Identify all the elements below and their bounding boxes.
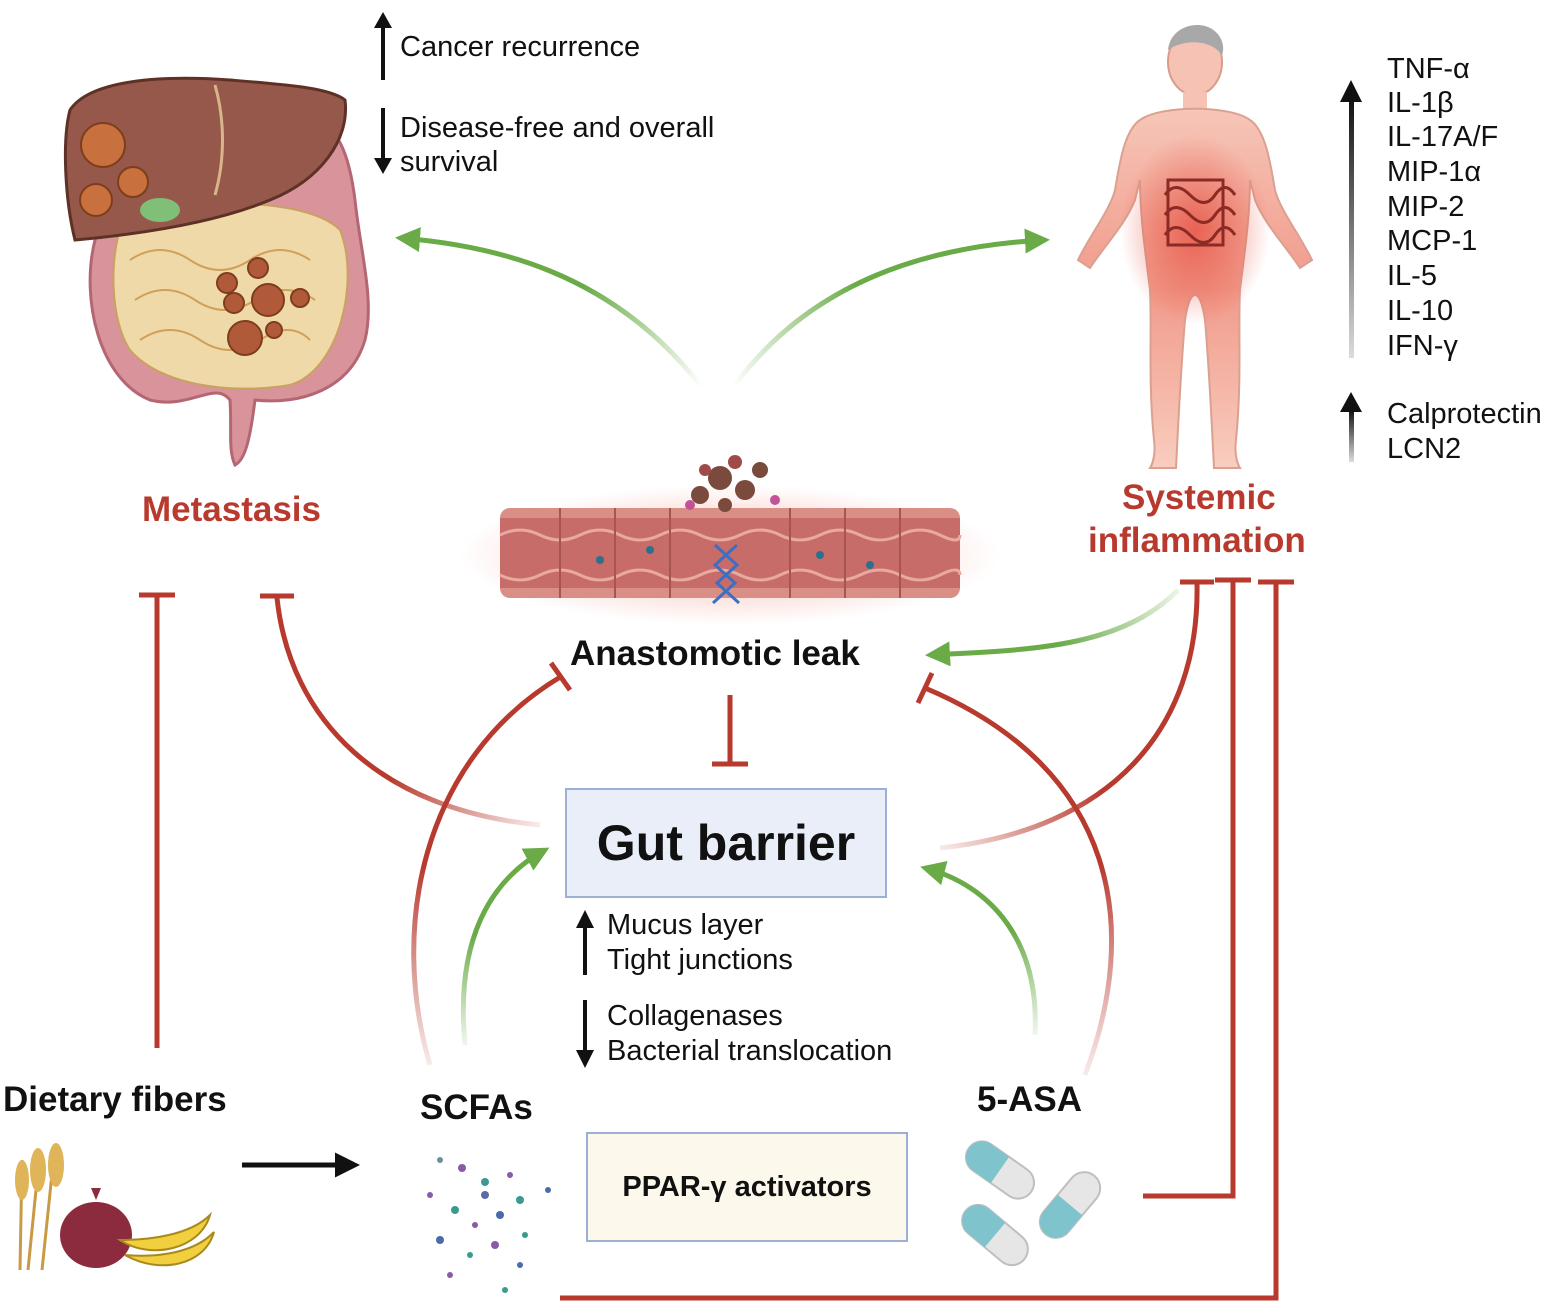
fibers-inhibit-metastasis (139, 592, 175, 1048)
gut-barrier-decreased-item: Bacterial translocation (607, 1035, 893, 1067)
leak-to-inflammation-arrow (732, 228, 1050, 387)
ppar-activators-box: PPAR-γ activators (586, 1132, 908, 1242)
gut-barrier-inhibit-metastasis (260, 593, 541, 828)
dietary-fibers-title: Dietary fibers (3, 1080, 227, 1119)
inflammation-title-line2: inflammation (1088, 521, 1306, 560)
metastasis-effect-down-line2: survival (400, 146, 499, 178)
grain-onion-banana-icon (15, 1143, 215, 1271)
intestine-leak-icon (460, 455, 1000, 625)
cytokine-item: MIP-2 (1387, 191, 1465, 223)
cytokine-item: IL-1β (1387, 87, 1454, 119)
cytokine-item: IL-10 (1387, 295, 1454, 327)
metastasis-up-arrow (374, 12, 392, 80)
leak-to-metastasis-arrow (395, 227, 702, 387)
metastasis-title: Metastasis (142, 490, 321, 529)
cytokine-item: TNF-α (1387, 53, 1470, 85)
ppar-activators-title: PPAR-γ activators (622, 1170, 872, 1203)
marker-item: LCN2 (1387, 433, 1462, 465)
gut-barrier-increased-item: Tight junctions (607, 944, 793, 976)
leak-inhibit-gut-barrier (712, 695, 748, 767)
ppar-inhibit-inflammation (1143, 577, 1251, 1199)
gut-barrier-title: Gut barrier (596, 815, 856, 871)
anastomotic-leak-title: Anastomotic leak (570, 634, 860, 673)
gut-barrier-increased-item: Mucus layer (607, 909, 764, 941)
human-body-inflamed-icon (1076, 25, 1314, 469)
cytokines-up-arrow (1340, 80, 1362, 358)
asa-title: 5-ASA (977, 1080, 1083, 1119)
liver-intestine-metastasis-icon (63, 76, 370, 468)
scfa-bottom-inhibit-inflammation (560, 579, 1294, 1301)
gut-barrier-up-arrow (576, 910, 594, 975)
metastasis-effect-up: Cancer recurrence (400, 31, 641, 63)
metastasis-down-arrow (374, 108, 392, 174)
scfas-title: SCFAs (420, 1088, 533, 1127)
marker-item: Calprotectin (1387, 398, 1542, 430)
asa-inhibit-leak (915, 671, 1115, 1076)
scfa-to-gut-barrier-arrow (460, 847, 550, 1046)
metastasis-effect-down-line1: Disease-free and overall (400, 112, 715, 144)
markers-up-arrow (1340, 392, 1362, 462)
inflammation-title-line1: Systemic (1122, 478, 1276, 517)
gut-barrier-box: Gut barrier (565, 788, 887, 898)
molecule-dots-icon (427, 1157, 551, 1293)
cytokine-item: IL-17A/F (1387, 121, 1499, 153)
asa-to-gut-barrier-arrow (920, 860, 1038, 1036)
gut-barrier-decreased-item: Collagenases (607, 1000, 783, 1032)
scfa-inhibit-leak (411, 661, 573, 1066)
cytokine-item: MIP-1α (1387, 156, 1482, 188)
inflammation-to-leak-arrow (925, 588, 1180, 667)
cytokine-item: IFN-γ (1387, 330, 1458, 362)
gut-barrier-inhibit-inflammation (939, 579, 1214, 851)
cytokine-item: IL-5 (1387, 260, 1437, 292)
gut-barrier-down-arrow (576, 1000, 594, 1068)
cytokine-item: MCP-1 (1387, 225, 1478, 257)
pill-capsules-icon (961, 1140, 1102, 1267)
